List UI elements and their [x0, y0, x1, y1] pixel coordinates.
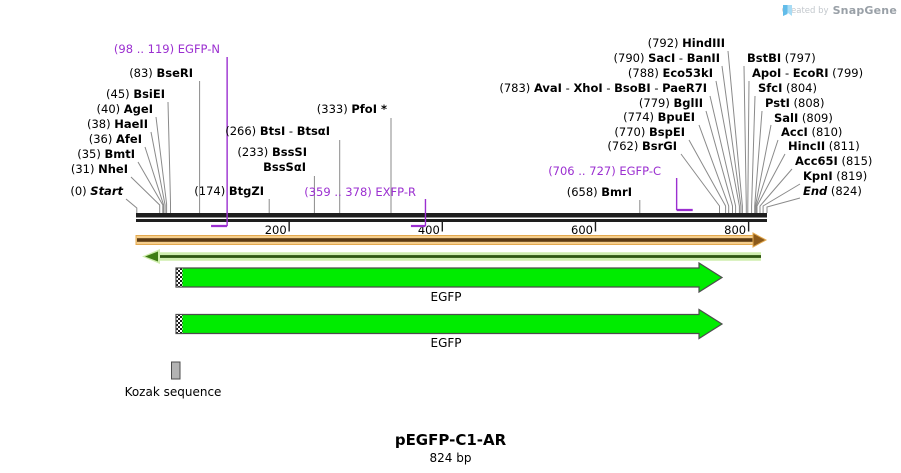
site-label-BstBI[interactable]: BstBI (797) [747, 51, 816, 65]
tick-label-200: 200 [265, 223, 287, 237]
sequence-bar-top-strand[interactable] [136, 213, 767, 218]
leader-line-BsiEI [167, 101, 171, 213]
leader-line-BmtI [137, 161, 164, 213]
leader-line-BstBI [743, 65, 747, 213]
plasmid-name: pEGFP-C1-AR [394, 431, 507, 449]
orf-reverse-stripe [158, 255, 761, 258]
site-label-BtgZI[interactable]: (174) BtgZI [194, 184, 264, 198]
leader-line-HincII [756, 153, 786, 213]
feature-truncated-edge-egfp-2 [176, 315, 183, 333]
site-label-BtsI[interactable]: (266) BtsI - BtsαI [225, 124, 330, 138]
leader-line-BsrGI [680, 153, 720, 213]
leader-line-Eco53kI [715, 80, 740, 213]
feature-truncated-edge-egfp-1 [176, 268, 183, 287]
site-label-BseRI[interactable]: (83) BseRI [129, 66, 193, 80]
site-label-PfoI[interactable]: (333) PfoI * [317, 102, 387, 116]
site-label-ApoI[interactable]: ApoI - EcoRI (799) [752, 66, 863, 80]
watermark-created-by-text: Created by [781, 5, 829, 16]
site-label-SfcI[interactable]: SfcI (804) [758, 81, 817, 95]
leader-line-AfeI [144, 146, 165, 213]
site-label-AgeI[interactable]: (40) AgeI [97, 102, 153, 116]
primer-label-EGFP-N[interactable]: (98 .. 119) EGFP-N [114, 42, 220, 56]
site-label-SacI[interactable]: (790) SacI - BanII [614, 51, 720, 65]
feature-box-kozak[interactable] [171, 361, 181, 380]
orf-forward-arrowhead [752, 232, 768, 248]
snapgene-watermark: Created by SnapGene [782, 4, 897, 17]
site-label-BssSI[interactable]: (233) BssSI [237, 145, 307, 159]
site-label-Start[interactable]: (0) Start [70, 184, 123, 198]
site-label-KpnI[interactable]: KpnI (819) [803, 169, 867, 183]
feature-arrow-egfp-2[interactable] [175, 308, 724, 340]
feature-arrow-egfp-1[interactable] [175, 261, 724, 294]
site-label-AfeI[interactable]: (36) AfeI [89, 132, 142, 146]
leader-line-ApoI [747, 80, 750, 213]
leader-line-NheI [130, 176, 161, 213]
site-label-Eco53kI[interactable]: (788) Eco53kI [628, 66, 713, 80]
site-label-End[interactable]: End (824) [803, 184, 862, 198]
leader-line-SalI [754, 124, 772, 213]
sequence-bar-bottom-strand[interactable] [136, 219, 767, 222]
site-label-Acc65I[interactable]: Acc65I (815) [795, 154, 872, 168]
site-label-HindIII[interactable]: (792) HindIII [648, 36, 725, 50]
leader-line-Acc65I [759, 168, 793, 213]
feature-label-egfp-1[interactable]: EGFP [430, 290, 461, 304]
leader-line-AccI [755, 139, 779, 213]
site-label-BglII[interactable]: (779) BglII [639, 96, 703, 110]
feature-label-kozak[interactable]: Kozak sequence [125, 385, 222, 399]
site-label-PstI[interactable]: PstI (808) [765, 96, 824, 110]
leader-line-BspEI [688, 139, 727, 213]
site-label-BsiEI[interactable]: (45) BsiEI [106, 87, 165, 101]
site-label-BmrI[interactable]: (658) BmrI [567, 185, 632, 199]
site-label-AvaI[interactable]: (783) AvaI - XhoI - BsoBI - PaeR7I [499, 81, 707, 95]
feature-label-egfp-2[interactable]: EGFP [430, 336, 461, 350]
tick-label-800: 800 [724, 223, 746, 237]
leader-line-SacI [721, 65, 742, 213]
site-label-BssSaI[interactable]: BssSαI [263, 160, 306, 174]
leader-line-Start [125, 198, 138, 213]
primer-label-EXFP-R[interactable]: (359 .. 378) EXFP-R [304, 185, 416, 199]
snapgene-flag-icon [782, 5, 792, 16]
site-label-HaeII[interactable]: (38) HaeII [87, 117, 148, 131]
plasmid-length: 824 bp [429, 451, 472, 465]
site-label-BpuEI[interactable]: (774) BpuEI [623, 110, 695, 124]
leader-line-AvaI [709, 95, 737, 213]
leader-line-BglII [705, 110, 733, 213]
site-label-BsrGI[interactable]: (762) BsrGI [607, 139, 677, 153]
site-label-HincII[interactable]: HincII (811) [788, 139, 860, 153]
leader-line-PstI [754, 110, 763, 213]
orf-reverse-arrowhead [145, 251, 158, 262]
site-label-AccI[interactable]: AccI (810) [781, 125, 842, 139]
leader-line-KpnI [762, 183, 801, 213]
leader-line-HaeII [150, 131, 166, 213]
watermark-brand-text: SnapGene [832, 4, 897, 17]
leader-line-HindIII [727, 50, 743, 213]
primer-label-EGFP-C[interactable]: (706 .. 727) EGFP-C [548, 164, 661, 178]
site-label-SalI[interactable]: SalI (809) [774, 111, 833, 125]
site-label-BspEI[interactable]: (770) BspEI [614, 125, 685, 139]
leader-line-AgeI [155, 116, 168, 213]
map-title-block: pEGFP-C1-AR 824 bp [0, 431, 901, 465]
leader-line-SfcI [751, 95, 756, 213]
site-label-BmtI[interactable]: (35) BmtI [77, 147, 135, 161]
site-label-NheI[interactable]: (31) NheI [71, 162, 128, 176]
tick-label-600: 600 [571, 223, 593, 237]
leader-line-End [766, 197, 801, 213]
leader-line-BpuEI [698, 124, 730, 213]
orf-forward-stripe [137, 238, 753, 242]
